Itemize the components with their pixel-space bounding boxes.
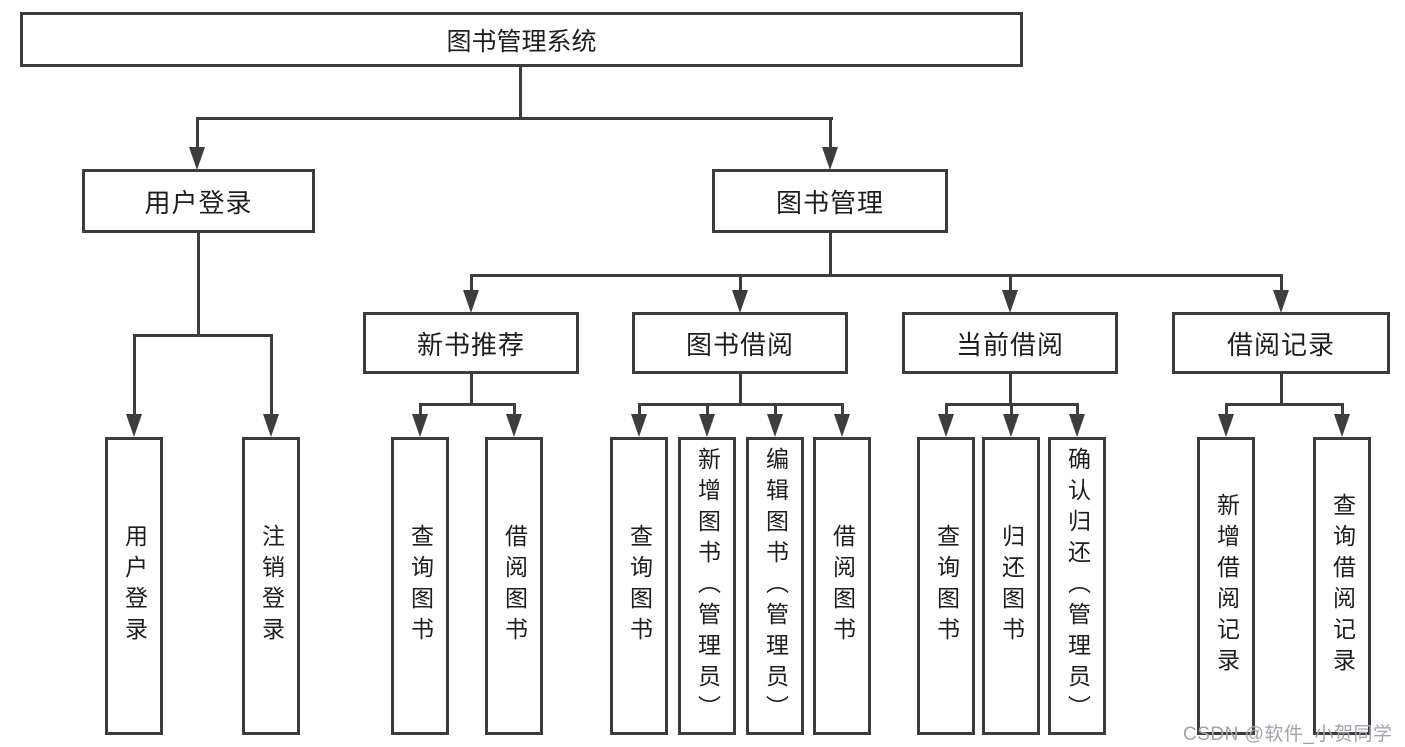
- leaf-edit-books-admin: 编辑图书（管理员）: [746, 437, 804, 735]
- node-label: 图书管理: [775, 187, 884, 218]
- connector: [739, 374, 742, 405]
- leaf-label: 编辑图书（管理员）: [762, 446, 789, 726]
- leaf-label: 确认归还（管理员）: [1064, 446, 1091, 726]
- node-label: 当前借阅: [955, 329, 1064, 360]
- connector: [841, 403, 844, 417]
- leaf-logout-login: 注销登录: [242, 437, 300, 735]
- arrow-down-icon: [1069, 414, 1085, 437]
- connector: [706, 403, 709, 417]
- connector: [739, 274, 742, 292]
- leaf-label: 借阅图书: [829, 524, 856, 648]
- arrow-down-icon: [732, 290, 748, 313]
- connector: [133, 334, 136, 415]
- connector: [639, 403, 843, 406]
- arrow-down-icon: [1273, 290, 1289, 313]
- connector: [1009, 374, 1012, 405]
- arrow-down-icon: [938, 414, 954, 437]
- connector: [270, 334, 273, 415]
- connector: [1076, 403, 1079, 417]
- node-label: 图书管理系统: [446, 27, 597, 56]
- leaf-label: 借阅图书: [501, 524, 528, 648]
- connector: [829, 233, 832, 277]
- leaf-query-books-recommend: 查询图书: [391, 437, 449, 735]
- arrow-down-icon: [1002, 290, 1018, 313]
- leaf-user-login: 用户登录: [105, 437, 163, 735]
- connector: [420, 403, 515, 406]
- arrow-down-icon: [1218, 414, 1234, 437]
- node-label: 用户登录: [144, 187, 253, 218]
- node-label: 借阅记录: [1226, 329, 1335, 360]
- arrow-down-icon: [506, 414, 522, 437]
- leaf-query-books-borrow: 查询图书: [610, 437, 668, 735]
- leaf-query-borrow-record: 查询借阅记录: [1313, 437, 1371, 735]
- connector: [519, 67, 522, 119]
- arrow-down-icon: [463, 290, 479, 313]
- connector: [1280, 274, 1283, 292]
- leaf-add-borrow-record: 新增借阅记录: [1197, 437, 1255, 735]
- connector: [1226, 403, 1343, 406]
- node-library-system: 图书管理系统: [20, 12, 1023, 67]
- connector: [1009, 274, 1012, 292]
- leaf-label: 新增借阅记录: [1213, 493, 1240, 679]
- connector: [829, 117, 832, 150]
- leaf-label: 查询图书: [407, 524, 434, 648]
- arrow-down-icon: [1003, 414, 1019, 437]
- connector: [134, 334, 273, 337]
- csdn-watermark: CSDN @软件_小贺同学: [1183, 724, 1393, 745]
- leaf-label: 新增图书（管理员）: [694, 446, 721, 726]
- arrow-down-icon: [189, 147, 205, 170]
- arrow-down-icon: [699, 414, 715, 437]
- leaf-label: 查询图书: [933, 524, 960, 648]
- connector: [1225, 403, 1228, 417]
- leaf-query-books-current: 查询图书: [917, 437, 975, 735]
- node-label: 新书推荐: [416, 329, 525, 360]
- leaf-label: 归还图书: [998, 524, 1025, 648]
- leaf-label: 用户登录: [121, 524, 148, 648]
- connector: [638, 403, 641, 417]
- connector: [197, 233, 200, 336]
- arrow-down-icon: [126, 414, 142, 437]
- node-new-book-recommend: 新书推荐: [363, 312, 579, 374]
- arrow-down-icon: [412, 414, 428, 437]
- node-borrow-records: 借阅记录: [1172, 312, 1390, 374]
- leaf-borrow-books: 借阅图书: [813, 437, 871, 735]
- leaf-confirm-return-admin: 确认归还（管理员）: [1048, 437, 1106, 735]
- connector: [513, 403, 516, 417]
- connector: [197, 117, 833, 120]
- node-user-login: 用户登录: [82, 169, 315, 233]
- connector: [196, 117, 199, 150]
- connector: [1280, 374, 1283, 405]
- arrow-down-icon: [767, 414, 783, 437]
- leaf-return-books: 归还图书: [982, 437, 1040, 735]
- arrow-down-icon: [822, 147, 838, 170]
- arrow-down-icon: [631, 414, 647, 437]
- connector: [470, 374, 473, 405]
- connector: [419, 403, 422, 417]
- leaf-label: 查询借阅记录: [1329, 493, 1356, 679]
- leaf-borrow-books-recommend: 借阅图书: [485, 437, 543, 735]
- leaf-label: 查询图书: [626, 524, 653, 648]
- arrow-down-icon: [1334, 414, 1350, 437]
- connector: [945, 403, 948, 417]
- node-book-borrow: 图书借阅: [632, 312, 848, 374]
- connector: [471, 274, 1283, 277]
- arrow-down-icon: [834, 414, 850, 437]
- arrow-down-icon: [263, 414, 279, 437]
- connector: [470, 274, 473, 292]
- connector: [1341, 403, 1344, 417]
- leaf-label: 注销登录: [258, 524, 285, 648]
- node-book-management: 图书管理: [712, 169, 948, 233]
- connector: [1010, 403, 1013, 417]
- leaf-add-books-admin: 新增图书（管理员）: [678, 437, 736, 735]
- connector: [774, 403, 777, 417]
- node-current-borrow: 当前借阅: [902, 312, 1118, 374]
- node-label: 图书借阅: [685, 329, 794, 360]
